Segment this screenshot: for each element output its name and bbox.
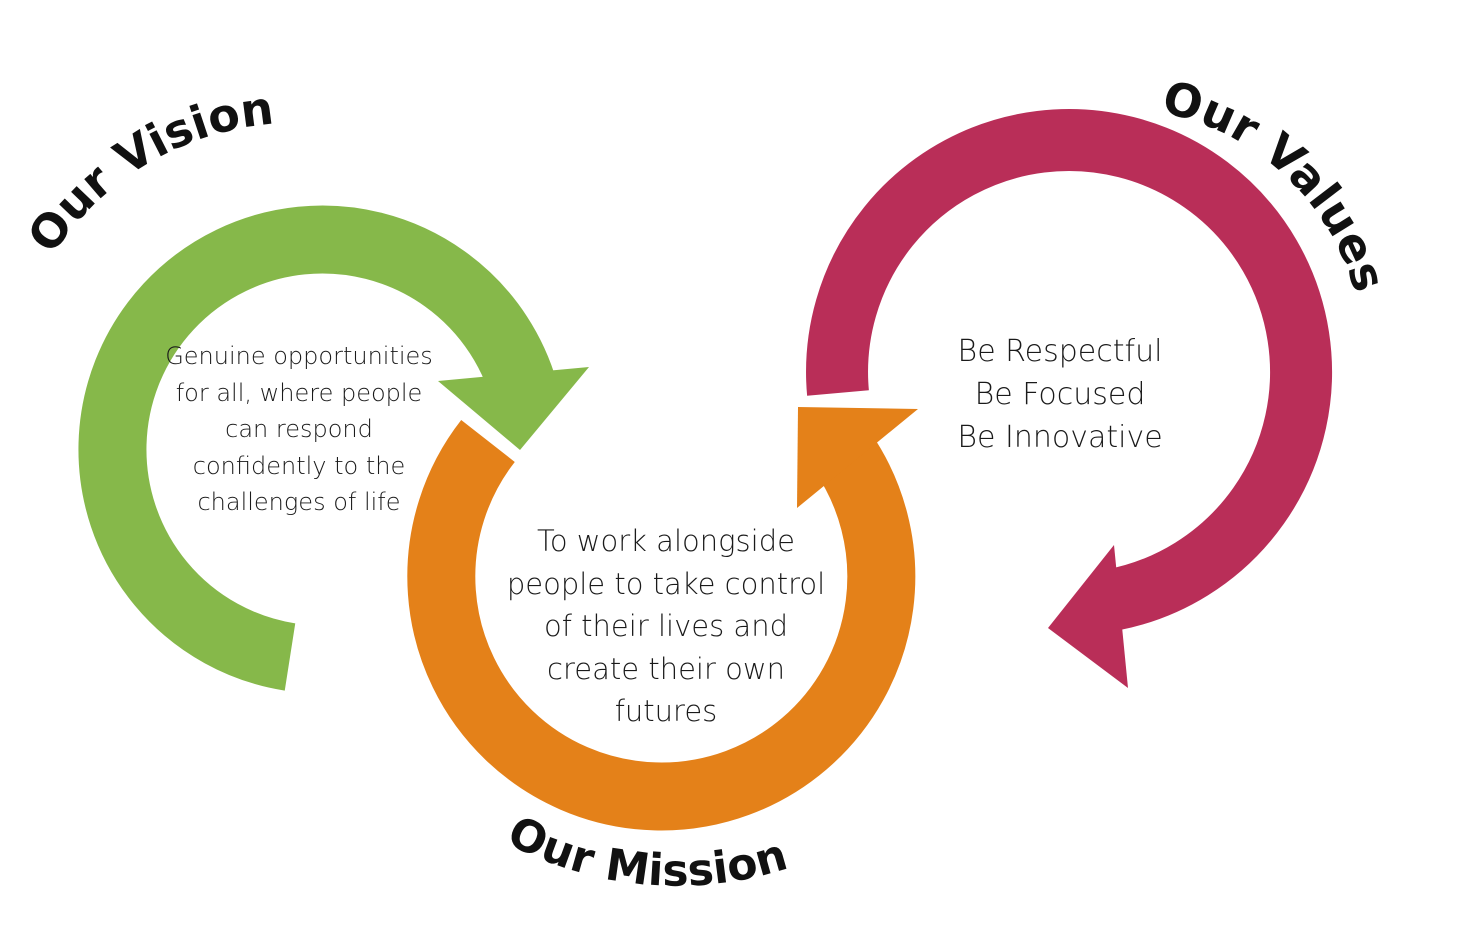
values-arrow [806, 109, 1332, 688]
values-arrow-ring [806, 109, 1332, 631]
mission-arrowhead [797, 407, 918, 508]
mission-arrow-ring [407, 420, 916, 831]
values-arrowhead [1048, 545, 1128, 688]
values-list: Be Respectful Be Focused Be Innovative [957, 334, 1163, 455]
vision-statement: Genuine opportunities for all, where peo… [165, 342, 433, 516]
mission-statement: To work alongside people to take control… [506, 524, 826, 728]
mission-arrow [407, 407, 918, 831]
vision-arrow [78, 205, 589, 691]
vision-arrow-ring [78, 205, 561, 691]
vision-arrowhead [438, 367, 589, 450]
